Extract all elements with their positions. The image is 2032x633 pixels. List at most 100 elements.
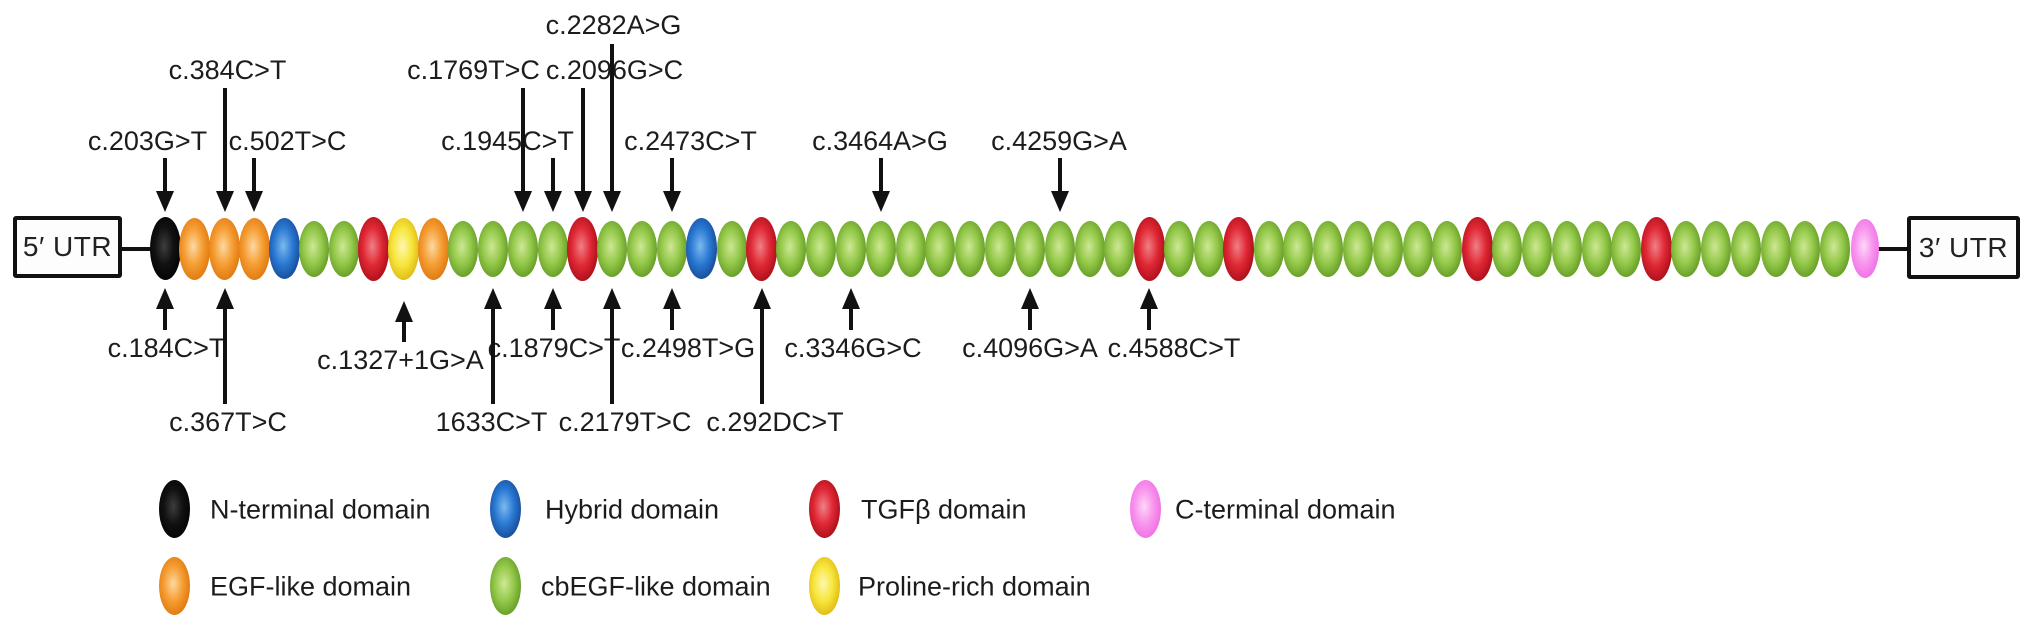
domain-oval-30-green [1014, 220, 1045, 277]
mutation-arrow-line [670, 307, 675, 330]
domain-oval-2-orange [179, 217, 211, 280]
mutation-label-c1945ct: c.1945C>T [441, 126, 574, 156]
mutation-arrow-line [491, 307, 496, 404]
mutation-arrow-head [603, 191, 622, 212]
legend-oval-pink [1129, 480, 1161, 538]
domain-oval-46-green [1492, 220, 1523, 277]
domain-oval-21-red [746, 216, 777, 281]
mutation-arrow-line [670, 158, 675, 193]
domain-oval-55-green [1760, 220, 1791, 277]
domain-oval-5-blue [268, 218, 300, 279]
mutation-label-c4588ct: c.4588C>T [1107, 333, 1241, 363]
mutation-arrow-head [752, 288, 771, 309]
domain-oval-44-green [1432, 220, 1463, 277]
domain-oval-7-green [328, 220, 359, 277]
mutation-label-c2498tg: c.2498T>G [620, 333, 756, 363]
mutation-arrow-head [841, 288, 860, 309]
mutation-arrow-head [543, 288, 562, 309]
domain-oval-3-orange [209, 217, 241, 280]
mutation-arrow-line [222, 88, 227, 193]
mutation-arrow-line [163, 158, 167, 193]
domain-oval-51-red [1640, 216, 1672, 281]
mutation-arrow-line [580, 88, 585, 193]
legend-label-red: TGFβ domain [861, 494, 1027, 525]
mutation-label-c384ct: c.384C>T [168, 55, 287, 85]
mutation-label-c2282ag: c.2282A>G [545, 10, 682, 40]
domain-oval-28-green [955, 220, 986, 277]
domain-oval-26-green [895, 220, 926, 277]
mutation-label-c2096gc: c.2096G>C [545, 55, 684, 85]
mutation-label-c3464ag: c.3464A>G [812, 126, 948, 156]
domain-oval-24-green [835, 220, 866, 277]
legend-oval-red [808, 480, 840, 538]
domain-oval-15-red [567, 216, 599, 281]
mutation-label-c292dct: c.292DC>T [706, 407, 844, 437]
mutation-label-c203gt: c.203G>T [87, 126, 208, 156]
mutation-label-c3346gc: c.3346G>C [784, 333, 922, 363]
mutation-arrow-head [215, 191, 234, 212]
domain-oval-52-green [1671, 220, 1702, 277]
domain-oval-58-pink [1851, 219, 1880, 278]
mutation-arrow-line [759, 307, 764, 404]
utr-5prime-connector [122, 247, 152, 251]
domain-oval-42-green [1372, 220, 1403, 277]
domain-oval-1-black [149, 217, 181, 280]
mutation-arrow-line [610, 44, 615, 193]
domain-oval-25-green [865, 220, 896, 277]
domain-oval-40-green [1313, 220, 1344, 277]
domain-oval-22-green [776, 220, 807, 277]
mutation-arrow-head [513, 191, 532, 212]
mutation-label-c367tc: c.367T>C [169, 407, 287, 437]
mutation-arrow-head [603, 288, 622, 309]
domain-oval-34-red [1133, 216, 1165, 281]
mutation-arrow-line [1027, 307, 1032, 330]
mutation-label-c184ct: c.184C>T [107, 333, 226, 363]
mutation-arrow-line [401, 320, 406, 342]
domain-oval-12-green [478, 220, 509, 277]
mutation-arrow-line [878, 158, 883, 193]
mutation-label-c13271ga: c.1327+1G>A [317, 345, 484, 375]
domain-oval-31-green [1044, 220, 1075, 277]
domain-oval-56-green [1790, 220, 1821, 277]
domain-oval-27-green [925, 220, 956, 277]
domain-oval-36-green [1193, 220, 1224, 277]
mutation-arrow-line [222, 307, 227, 404]
mutation-arrow-line [520, 88, 525, 193]
mutation-arrow-head [215, 288, 234, 309]
legend-label-pink: C-terminal domain [1175, 494, 1396, 525]
mutation-arrow-head [156, 288, 174, 309]
mutation-arrow-head [484, 288, 503, 309]
domain-oval-8-red [358, 216, 390, 281]
mutation-arrow-head [663, 288, 682, 309]
legend-label-black: N-terminal domain [210, 494, 431, 525]
domain-oval-43-green [1402, 220, 1433, 277]
domain-oval-57-green [1820, 220, 1851, 277]
domain-oval-18-green [657, 220, 688, 277]
domain-oval-45-red [1461, 216, 1493, 281]
mutation-label-c4259ga: c.4259G>A [991, 126, 1127, 156]
mutation-arrow-head [663, 191, 682, 212]
domain-oval-39-green [1283, 220, 1314, 277]
mutation-label-c502tc: c.502T>C [228, 126, 347, 156]
domain-oval-35-green [1164, 220, 1195, 277]
domain-oval-48-green [1551, 220, 1582, 277]
utr-3prime-box: 3′ UTR [1907, 216, 2020, 279]
mutation-arrow-head [871, 191, 890, 212]
domain-oval-13-green [507, 220, 538, 277]
domain-oval-14-green [537, 220, 568, 277]
domain-oval-41-green [1343, 220, 1373, 277]
mutation-label-c2473ct: c.2473C>T [624, 126, 757, 156]
mutation-label-c4096ga: c.4096G>A [962, 333, 1098, 363]
mutation-arrow-line [550, 158, 555, 193]
utr-3prime-label: 3′ UTR [1918, 231, 2009, 263]
domain-oval-4-orange [238, 217, 270, 280]
domain-oval-38-green [1253, 220, 1284, 277]
mutation-arrow-line [550, 307, 555, 330]
mutation-label-c1769tc: c.1769T>C [407, 55, 540, 85]
mutation-label-1633ct: 1633C>T [435, 407, 548, 437]
mutation-arrow-line [848, 307, 853, 330]
mutation-arrow-line [252, 158, 257, 193]
domain-oval-29-green [985, 220, 1016, 277]
legend-label-green: cbEGF-like domain [541, 571, 771, 602]
